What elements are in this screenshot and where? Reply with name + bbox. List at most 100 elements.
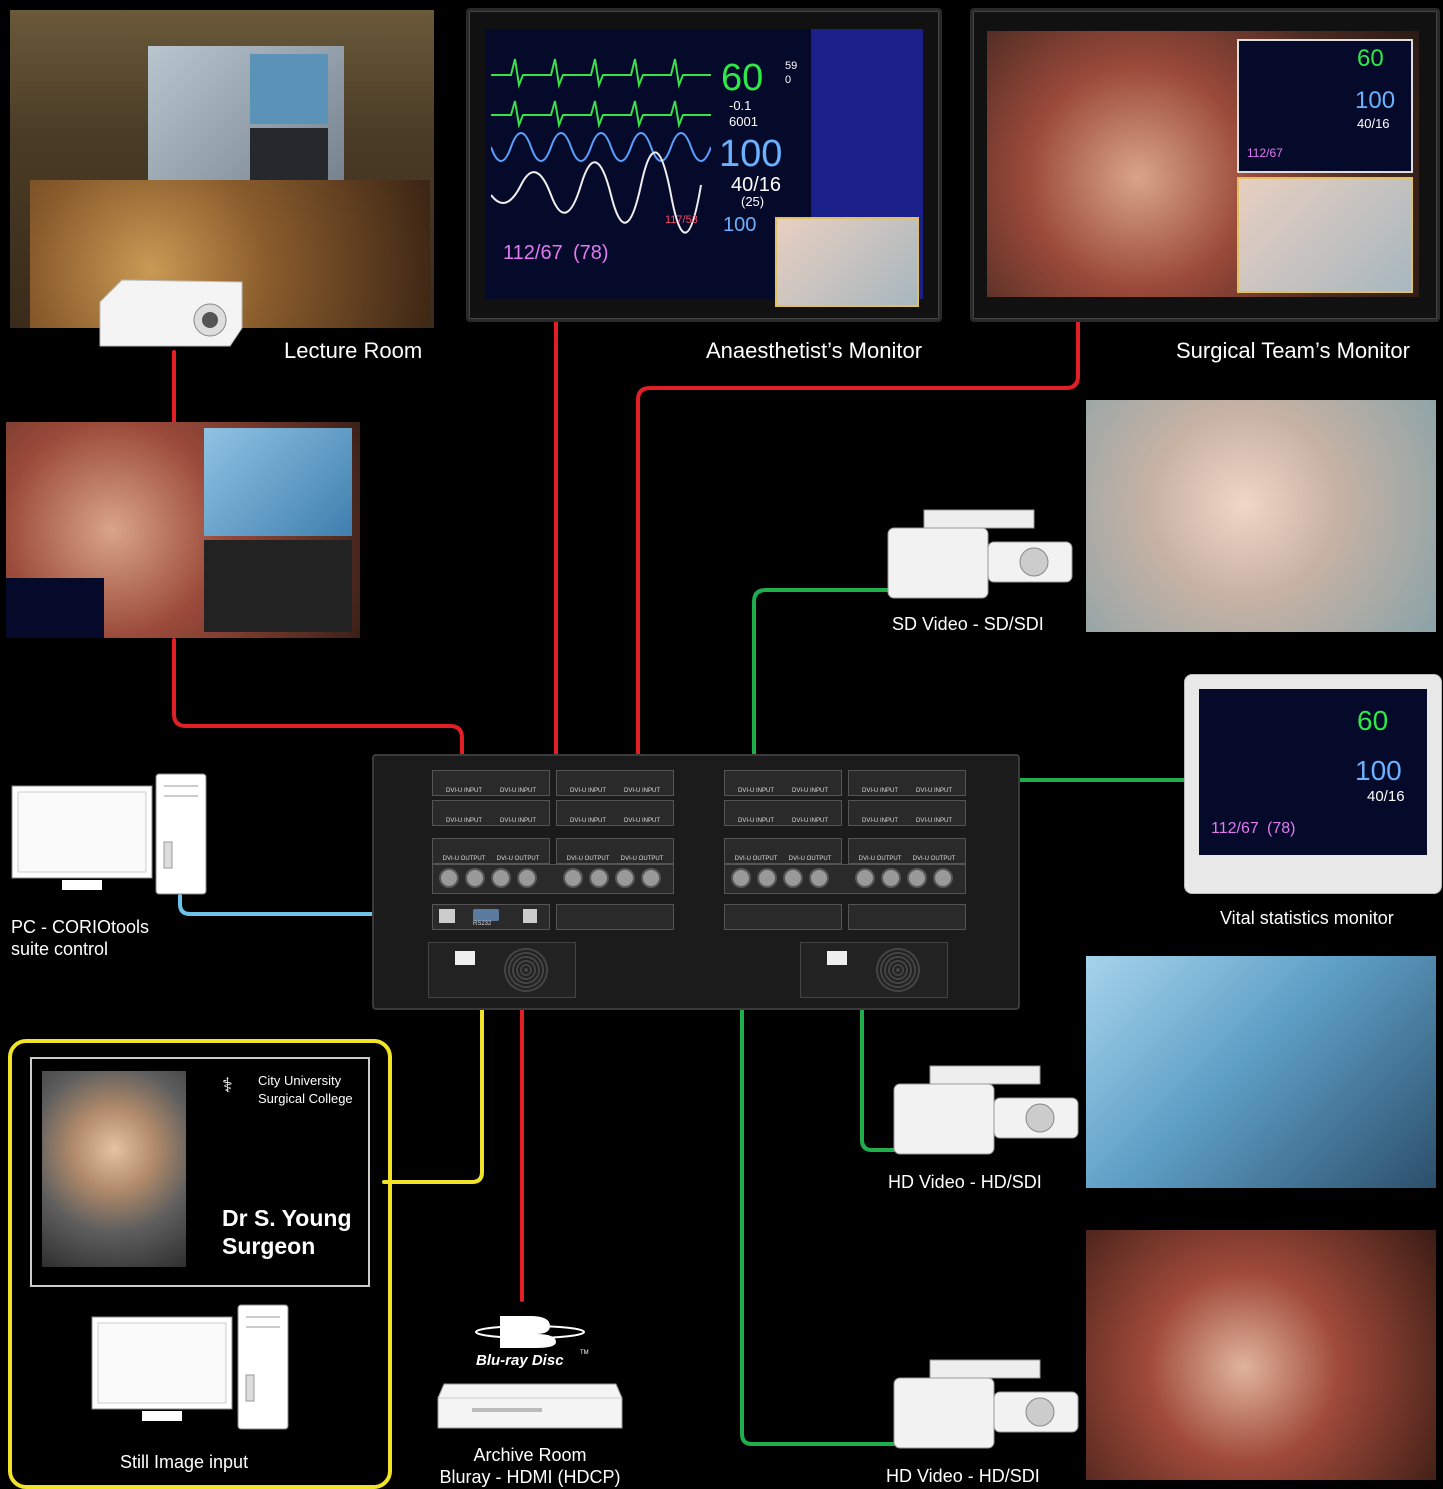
still-image-pc-icon [90, 1303, 290, 1433]
pc-control-icon [10, 772, 210, 896]
anaesthetist-st1: -0.1 [729, 98, 752, 113]
bnc-connector [465, 868, 485, 888]
fan-grille-icon [503, 947, 549, 993]
sd-camera-icon [884, 508, 1074, 608]
router-io-panel: RS232 [432, 904, 550, 930]
bnc-connector [517, 868, 537, 888]
anaesthetist-hr: 60 [721, 57, 764, 99]
anaesthetist-nibp-mean: (78) [573, 242, 609, 264]
surgical-pip-spo2: 100 [1355, 87, 1396, 114]
projector-icon [92, 276, 246, 354]
surgical-pip-nibp: 112/67 [1247, 146, 1283, 160]
surgical-team-monitor: 60 100 40/16 112/67 [970, 8, 1440, 322]
slide-role: Surgeon [222, 1233, 316, 1259]
bnc-connector [881, 868, 901, 888]
power-switch-icon [827, 951, 847, 965]
power-supply-right [800, 942, 948, 998]
cable-red-preview [172, 638, 464, 850]
cable-green-hd1 [860, 874, 896, 1152]
anaesthetist-side2: 0 [785, 74, 792, 86]
still-image-input-group: ⚕ City University Surgical College Dr S.… [8, 1039, 392, 1489]
surgeon-portrait-photo [42, 1071, 186, 1267]
power-switch-icon [455, 951, 475, 965]
power-supply-left [428, 942, 576, 998]
anaesthetist-waveforms [491, 58, 711, 234]
surgery-closeup-photo [1086, 1230, 1436, 1480]
bnc-connector [731, 868, 751, 888]
bnc-connector [589, 868, 609, 888]
anaesthetist-resp-sub: (25) [741, 194, 765, 209]
anaesthetist-nibp-small: 117/53 [665, 214, 698, 226]
slide-college-line1: City University [258, 1073, 342, 1088]
label-hd-video-2: HD Video - HD/SDI [886, 1466, 1040, 1486]
bnc-connector [757, 868, 777, 888]
caduceus-icon: ⚕ [222, 1075, 233, 1097]
router-card [724, 864, 966, 894]
preview-output-screen [6, 422, 360, 638]
cable-blue-pc [178, 894, 442, 916]
patient-face-photo [1086, 400, 1436, 632]
label-pc-control-line1: PC - CORIOtools [11, 917, 150, 937]
anaesthetist-st2: 6001 [729, 114, 758, 129]
router-blank-panel [724, 904, 842, 930]
anaesthetist-side1: 59 [785, 60, 798, 72]
slide-college-line2: Surgical College [258, 1091, 353, 1106]
anaesthetist-spo2: 100 [719, 133, 783, 175]
cable-yellow-still [382, 912, 484, 1184]
router-blank-panel [556, 904, 674, 930]
serial-port-icon [473, 909, 499, 921]
hd-camera-icon-1 [890, 1064, 1080, 1164]
bluray-logo: Blu-ray Disc TM [470, 1312, 590, 1372]
bluray-tm: TM [580, 1350, 589, 1356]
bnc-connector [491, 868, 511, 888]
label-archive-line1: Archive Room [473, 1445, 587, 1465]
surgical-pip-hr: 60 [1357, 45, 1384, 72]
vital-hr: 60 [1357, 705, 1389, 736]
label-archive: Archive Room Bluray - HDMI (HDCP) [436, 1444, 624, 1488]
anaesthetist-spo2-small: 100 [723, 214, 757, 236]
label-vital-stats: Vital statistics monitor [1220, 908, 1394, 928]
surgical-pip-vitals: 60 100 40/16 112/67 [1237, 39, 1413, 173]
vital-spo2: 100 [1355, 755, 1402, 786]
bnc-connector [615, 868, 635, 888]
surgical-pip-resp: 40/16 [1357, 116, 1390, 131]
rs232-label: RS232 [473, 921, 492, 927]
still-image-slide: ⚕ City University Surgical College Dr S.… [30, 1057, 370, 1287]
label-hd-video-1: HD Video - HD/SDI [888, 1172, 1042, 1192]
bluray-disc-icon [475, 1316, 585, 1348]
lecture-room-photo [10, 10, 434, 328]
label-lecture-room: Lecture Room [284, 338, 423, 363]
anaesthetist-vitals-screen: 60 -0.1 6001 100 40/16 (25) 117/53 100 1… [485, 29, 923, 307]
anaesthetist-pip-video [775, 217, 919, 307]
bnc-connector [855, 868, 875, 888]
ethernet-port-icon [439, 909, 455, 923]
usb-port-icon [523, 909, 537, 923]
bnc-connector [907, 868, 927, 888]
label-anaesthetist-monitor: Anaesthetist’s Monitor [706, 338, 923, 363]
bnc-connector [439, 868, 459, 888]
cable-green-sd [752, 588, 890, 780]
bluray-player-icon [436, 1382, 624, 1432]
hd-camera-icon-2 [890, 1358, 1080, 1458]
vital-nibp-mean: (78) [1267, 820, 1296, 837]
anaesthetist-monitor: 60 -0.1 6001 100 40/16 (25) 117/53 100 1… [466, 8, 942, 322]
router-blank-panel [848, 904, 966, 930]
vital-nibp: 112/67 [1211, 820, 1259, 837]
bnc-connector [563, 868, 583, 888]
fan-grille-icon [875, 947, 921, 993]
cable-red-surgical [636, 316, 1080, 850]
vital-resp: 40/16 [1367, 788, 1405, 805]
vital-statistics-monitor: 60 100 40/16 112/67 (78) [1184, 674, 1442, 894]
bnc-connector [783, 868, 803, 888]
